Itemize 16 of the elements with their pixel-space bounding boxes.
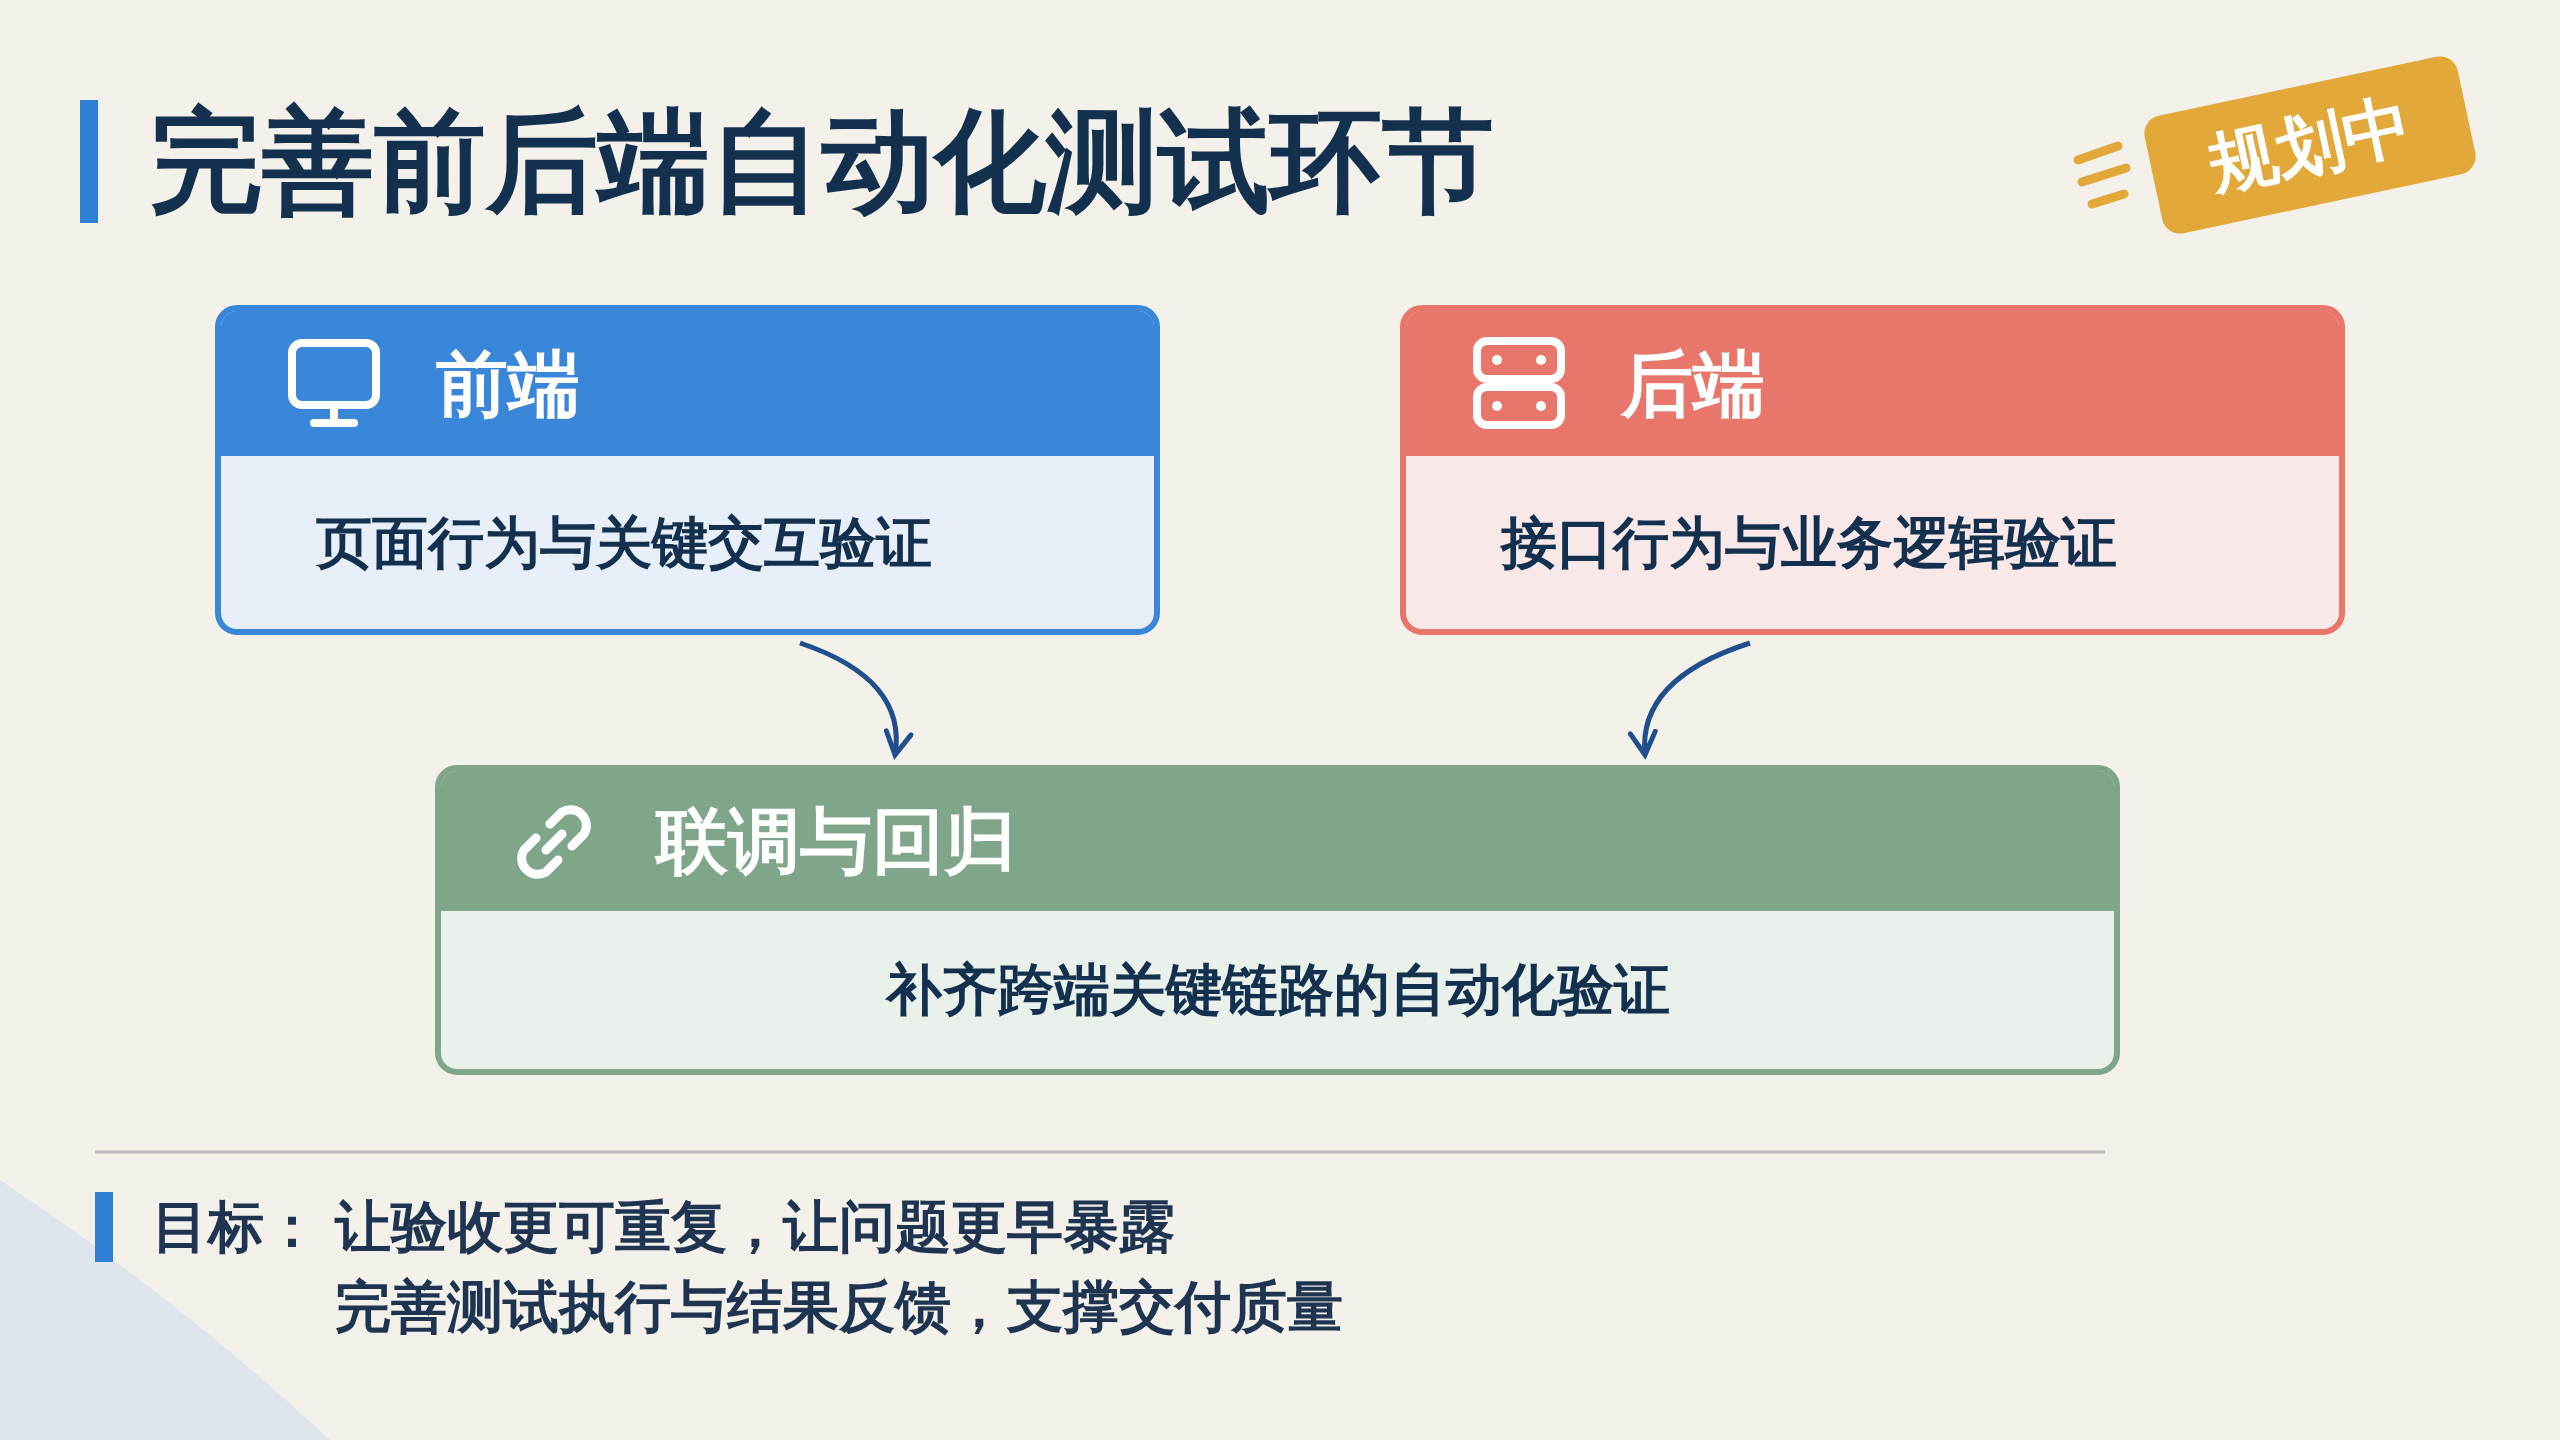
title: 完善前后端自动化测试环节 <box>80 100 1494 224</box>
card-text: 接口行为与业务逻辑验证 <box>1501 514 2117 571</box>
arrow <box>1629 640 1751 758</box>
card-text: 补齐跨端关键链路的自动化验证 <box>884 962 1671 1018</box>
goal-text: 让验收更可重复，让问题更早暴露 <box>335 1196 1175 1258</box>
card <box>215 305 1160 635</box>
card-heading: 联调与回归 <box>656 805 1016 877</box>
goal-text: 完善测试执行与结果反馈，支撑交付质量 <box>335 1276 1343 1338</box>
card-text: 页面行为与关键交互验证 <box>316 514 932 571</box>
card-heading: 后端 <box>1621 347 1765 420</box>
card <box>435 765 2120 1075</box>
arrow <box>799 640 913 758</box>
goal-label: 目标： <box>152 1196 320 1258</box>
card-heading: 前端 <box>436 347 580 420</box>
badge-text: 规划中 <box>2200 83 2419 206</box>
card <box>1400 305 2345 635</box>
